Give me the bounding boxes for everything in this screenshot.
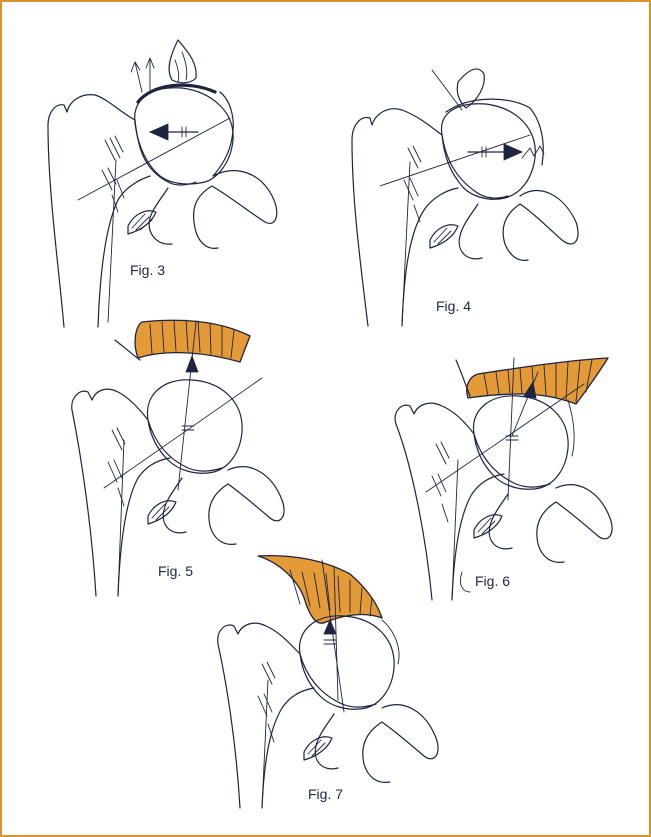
fig5-drawing <box>72 320 284 596</box>
fig5-lesser-trochanter <box>148 501 176 524</box>
fig5-shaft-axis <box>118 440 124 596</box>
fig3-label: Fig. 3 <box>130 262 165 278</box>
fig6-cartilage-wedge <box>467 358 608 404</box>
fig4-lesser-trochanter <box>430 225 458 248</box>
fig6-tail-curl <box>460 572 470 592</box>
fig4-force-arrowhead <box>504 144 522 160</box>
fig7-femoral-head <box>299 616 394 709</box>
fig4-acetabulum-rim <box>446 99 543 165</box>
fig7-pelvis-outline <box>363 705 438 783</box>
fig6-femur-outline <box>395 403 550 600</box>
fig3-labrum-lines <box>175 52 187 82</box>
fig6-neck-axis <box>426 384 584 492</box>
fig4-shaft-axis <box>402 162 410 326</box>
fig7-drawing <box>218 556 438 808</box>
fig7-shaft-axis <box>262 680 268 808</box>
fig5-label: Fig. 5 <box>158 563 193 579</box>
fig5-femur-outline <box>72 389 222 596</box>
fig4-neck-axis <box>380 135 530 186</box>
fig6-iliac-curve <box>456 360 470 396</box>
fig3-shear-arrows <box>131 58 154 92</box>
fig3-femur-outline <box>48 95 196 327</box>
fig6-lesser-trochanter <box>474 515 502 538</box>
fig5-neck-axis <box>104 378 262 488</box>
fig3-drawing <box>48 40 277 327</box>
fig4-pelvis-outline <box>503 190 578 260</box>
fig6-label: Fig. 6 <box>475 573 510 589</box>
fig3-acetabulum <box>213 92 233 176</box>
fig7-cartilage-wedge <box>258 556 382 624</box>
fig6-femoral-head <box>473 396 568 489</box>
fig7-label: Fig. 7 <box>308 786 343 802</box>
fig4-label: Fig. 4 <box>436 298 471 314</box>
fig6-lateral-line <box>568 400 574 456</box>
fig5-femoral-head <box>147 380 242 473</box>
fig7-ischium <box>315 714 338 769</box>
fig6-drawing <box>395 358 612 600</box>
fig7-femur-outline <box>218 623 376 808</box>
fig5-trochanter-hatch <box>108 428 125 506</box>
fig5-pelvis-outline <box>209 467 284 545</box>
fig3-ischium <box>149 188 172 244</box>
fig3-force-arrowhead <box>150 124 168 140</box>
fig4-drawing <box>352 69 578 326</box>
fig4-labrum <box>457 69 484 108</box>
fig4-trochanter-hatch <box>404 146 421 222</box>
fig3-labrum <box>169 40 196 83</box>
fig7-labrum <box>382 620 399 664</box>
fig6-ischium <box>489 494 512 549</box>
fig3-femur-inner <box>98 176 150 327</box>
fig4-ischium <box>459 204 482 259</box>
fig4-shear-zigzag <box>522 146 544 158</box>
fig3-trochanter-hatch <box>102 136 124 212</box>
fig6-pelvis-outline <box>537 485 612 563</box>
fig4-femur-outline <box>352 109 508 326</box>
fig6-shaft-axis <box>452 460 458 600</box>
fig5-load-arrowhead <box>186 356 198 372</box>
